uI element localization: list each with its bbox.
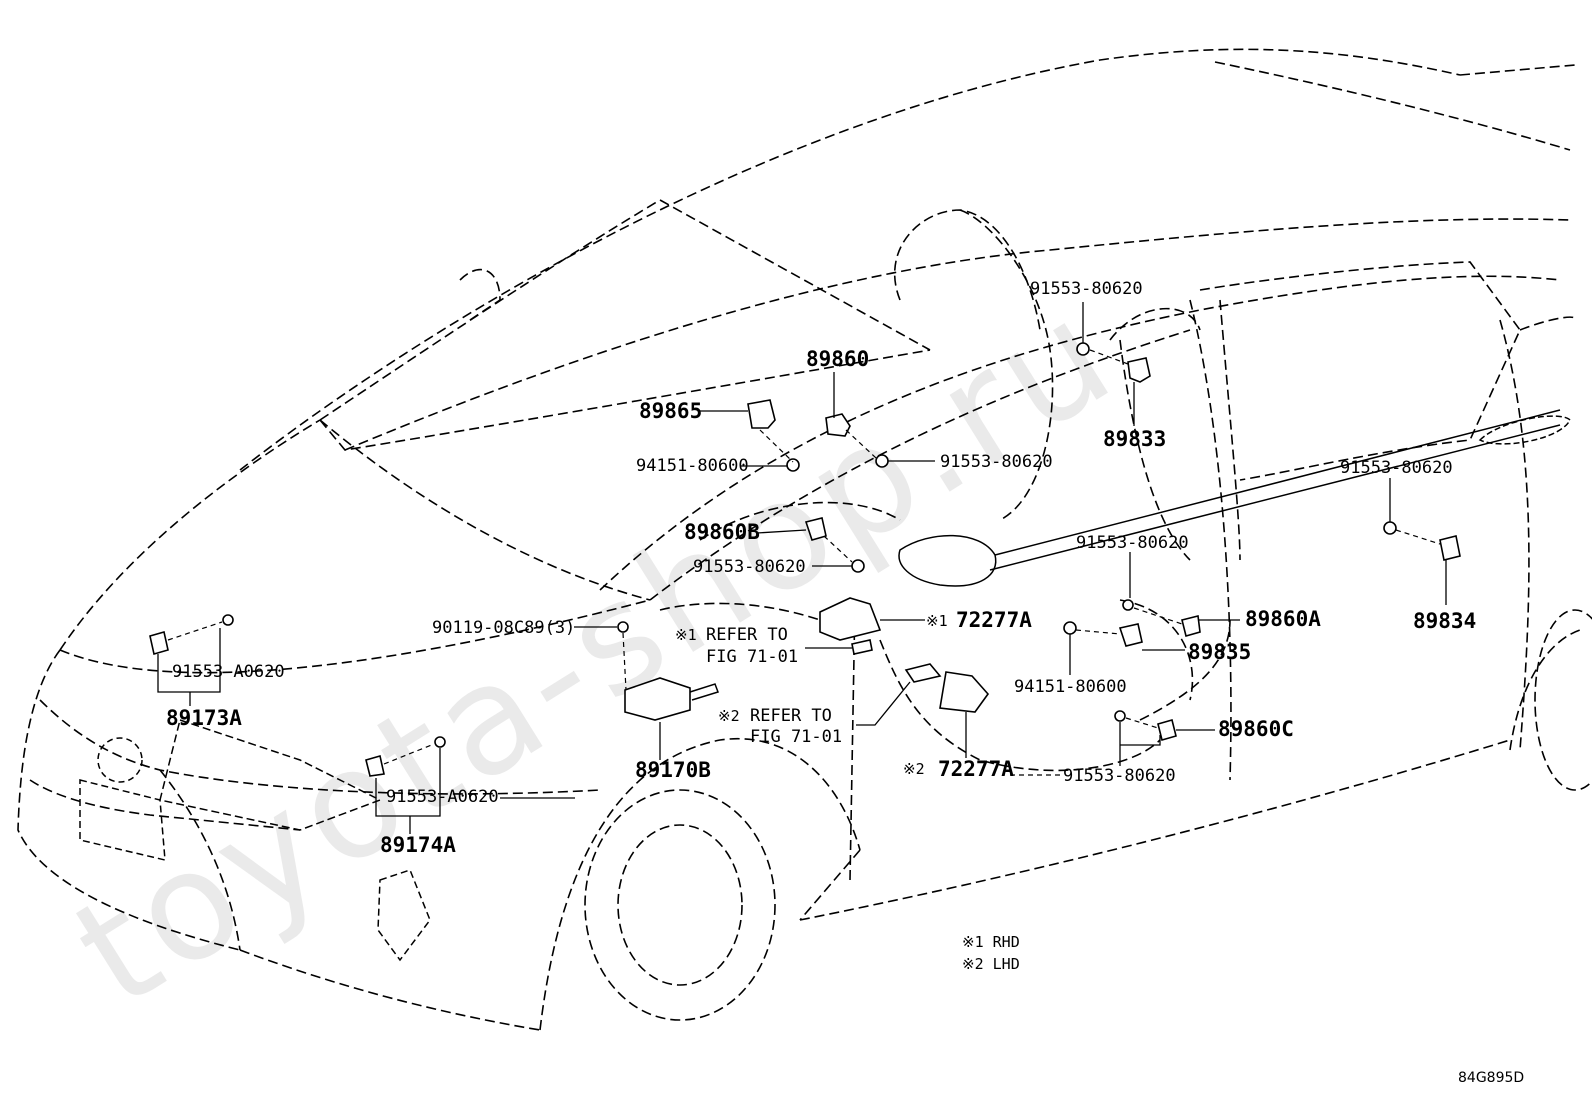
part-72277A-1-icon — [819, 597, 882, 641]
part-89170B-icon — [624, 677, 691, 721]
bolt-icon — [1122, 599, 1134, 611]
legend: ※1 RHD ※2 LHD — [962, 933, 1020, 973]
watermark: toyota-shop.ru — [47, 265, 1144, 1040]
car-body-outline — [17, 48, 1592, 1031]
connector-icon — [851, 639, 873, 655]
label-91553-80620-b[interactable]: 91553-80620 — [940, 452, 1053, 472]
bolt-icon — [851, 559, 865, 573]
label-91553-80620-a[interactable]: 91553-80620 — [1030, 279, 1143, 299]
legend-rhd: ※1 RHD — [962, 933, 1020, 951]
legend-lhd: ※2 LHD — [962, 955, 1020, 973]
bolt-icon — [434, 736, 446, 748]
label-89860A[interactable]: 89860A — [1245, 607, 1321, 631]
label-72277A-1[interactable]: 72277A — [956, 608, 1032, 632]
nut-icon — [1063, 621, 1077, 635]
bolt-icon — [875, 454, 889, 468]
ref2-line2[interactable]: FIG 71-01 — [750, 727, 842, 747]
leader-lines — [157, 302, 1447, 834]
parts — [149, 342, 1461, 777]
bolt-icon — [1114, 710, 1126, 722]
label-89173A[interactable]: 89173A — [166, 706, 242, 730]
part-89173A-icon — [149, 630, 169, 656]
part-labels: 89865 89860 94151-80600 91553-80620 9155… — [166, 279, 1476, 857]
part-89865-icon — [747, 399, 776, 429]
label-91553-80620-e[interactable]: 91553-80620 — [1340, 458, 1453, 478]
figure-code: 84G895D — [1458, 1070, 1524, 1086]
label-89860C[interactable]: 89860C — [1218, 717, 1294, 741]
connector-icon — [904, 663, 942, 683]
bolt-icon — [1076, 342, 1090, 356]
label-89174A[interactable]: 89174A — [380, 833, 456, 857]
part-89835-icon — [1118, 623, 1143, 647]
label-94151-80600-a[interactable]: 94151-80600 — [636, 456, 749, 476]
label-89833[interactable]: 89833 — [1103, 427, 1166, 451]
nut-icon — [786, 458, 800, 472]
part-89174A-icon — [365, 754, 385, 777]
bolt-icon — [1383, 521, 1397, 535]
label-91553-80620-d[interactable]: 91553-80620 — [1076, 533, 1189, 553]
part-72277A-2-icon — [939, 671, 990, 713]
bolt-icon — [617, 621, 629, 633]
part-89860B-icon — [804, 517, 827, 541]
label-72277A-2[interactable]: 72277A — [938, 757, 1014, 781]
label-89170B[interactable]: 89170B — [635, 758, 711, 782]
ref1-line2[interactable]: FIG 71-01 — [706, 647, 798, 667]
label-91553-80620-c[interactable]: 91553-80620 — [693, 557, 806, 577]
label-89865[interactable]: 89865 — [639, 399, 702, 423]
label-89860[interactable]: 89860 — [806, 347, 869, 371]
ref1-mark: ※1 — [675, 626, 697, 644]
label-91553-A0620-a[interactable]: 91553-A0620 — [172, 662, 285, 682]
label-89834[interactable]: 89834 — [1413, 609, 1476, 633]
label-90119-08C89[interactable]: 90119-08C89(3) — [432, 618, 575, 638]
ref2-mark: ※2 — [718, 707, 740, 725]
mark2-72277A: ※2 — [903, 760, 925, 778]
label-89860B[interactable]: 89860B — [684, 520, 760, 544]
part-89860A-icon — [1181, 615, 1201, 637]
label-91553-A0620-b[interactable]: 91553-A0620 — [386, 787, 499, 807]
label-91553-80620-f[interactable]: 91553-80620 — [1063, 766, 1176, 786]
label-89835[interactable]: 89835 — [1188, 640, 1251, 664]
ref1-line1: REFER TO — [706, 625, 788, 645]
part-89833-icon — [1127, 357, 1151, 383]
bolt-icon — [222, 614, 234, 626]
part-89834-icon — [1439, 535, 1461, 561]
label-94151-80600-b[interactable]: 94151-80600 — [1014, 677, 1127, 697]
mark1-72277A: ※1 — [926, 612, 948, 630]
part-89860C-icon — [1157, 719, 1177, 741]
ref2-line1: REFER TO — [750, 706, 832, 726]
